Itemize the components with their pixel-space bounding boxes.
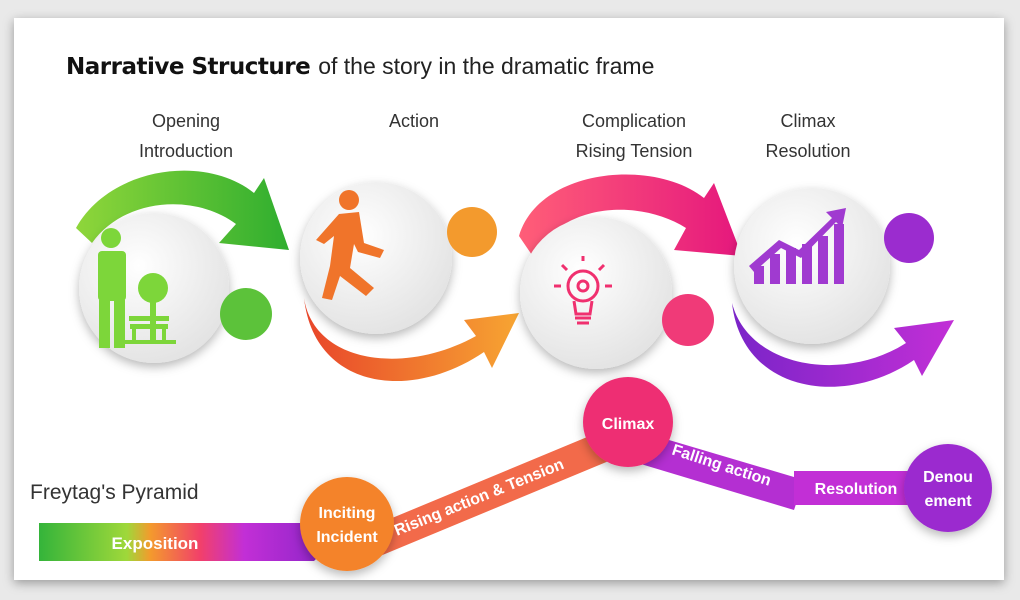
orange-curved-arrow	[304, 298, 519, 382]
lightbulb-icon	[554, 256, 612, 325]
stage-climax-graphic	[732, 188, 954, 387]
rising-chart-icon	[749, 208, 846, 284]
stage-action-graphic	[300, 182, 519, 382]
slide: Narrative Structure of the story in the d…	[14, 18, 1004, 580]
rising-action-label: Rising action & Tension	[392, 456, 566, 540]
stage-complication-graphic	[519, 174, 742, 369]
purple-curved-arrow	[732, 303, 954, 387]
stage-circle	[300, 182, 452, 334]
resolution-band	[794, 471, 939, 505]
stage-label-climax: Climax Resolution	[708, 106, 908, 166]
stage-label-opening: Opening Introduction	[86, 106, 286, 166]
diagram-graphics: Exposition Inciting Incident Rising acti…	[39, 170, 992, 571]
stage-line1: Opening	[151, 111, 221, 131]
stage-label-complication: Complication Rising Tension	[534, 106, 734, 166]
person-icon	[98, 228, 176, 348]
denouement-circle	[904, 444, 992, 532]
purple-dot	[884, 213, 934, 263]
exposition-band	[39, 523, 332, 561]
orange-dot	[447, 207, 497, 257]
runner-icon	[316, 190, 384, 300]
denouement-label-line1: Denou	[923, 469, 973, 486]
title-bold: Narrative Structure	[66, 54, 311, 80]
green-curved-arrow	[76, 170, 289, 250]
title-subtitle: of the story in the dramatic frame	[318, 53, 655, 79]
pink-dot	[662, 294, 714, 346]
inciting-incident-circle	[300, 477, 394, 571]
exposition-label: Exposition	[112, 534, 199, 553]
stage-line1: Climax	[780, 111, 836, 131]
denouement-label-line2: ement	[924, 493, 972, 510]
inciting-label-line1: Inciting	[319, 505, 376, 522]
inciting-label-line2: Incident	[316, 529, 378, 546]
green-dot	[220, 288, 272, 340]
stage-line2: Introduction	[138, 141, 234, 161]
pink-curved-arrow	[519, 174, 742, 258]
stage-opening-graphic	[76, 170, 289, 363]
page-title: Narrative Structure of the story in the d…	[66, 52, 654, 81]
pyramid-band	[39, 430, 939, 566]
stage-line2: Rising Tension	[575, 141, 693, 161]
climax-circle	[583, 377, 673, 467]
stage-line1: Action	[388, 111, 440, 131]
stage-label-action: Action	[314, 106, 514, 136]
stage-line1: Complication	[581, 111, 687, 131]
rising-band	[344, 430, 616, 566]
stage-line2: Resolution	[765, 141, 851, 161]
falling-band	[634, 432, 804, 510]
freytag-pyramid-title: Freytag's Pyramid	[30, 481, 199, 504]
resolution-label: Resolution	[815, 481, 898, 498]
climax-label: Climax	[602, 416, 655, 433]
